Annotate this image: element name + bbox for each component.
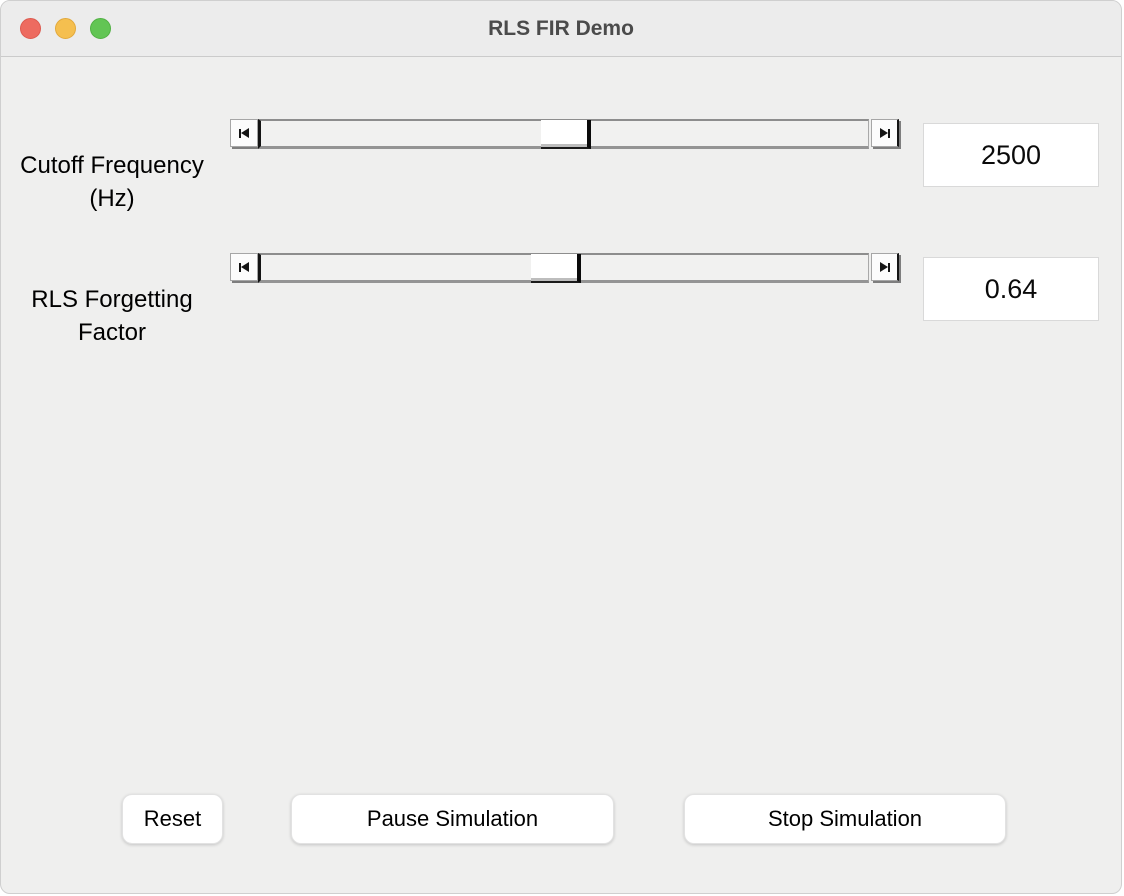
traffic-lights <box>20 18 111 39</box>
cutoff-frequency-slider <box>230 119 899 149</box>
arrow-right-icon <box>879 128 890 138</box>
cutoff-slider-thumb[interactable] <box>541 120 591 149</box>
forgetting-slider-increment-button[interactable] <box>871 253 899 281</box>
reset-button[interactable]: Reset <box>122 794 223 844</box>
forgetting-slider-decrement-button[interactable] <box>230 253 258 281</box>
arrow-right-icon <box>879 262 890 272</box>
cutoff-frequency-label-line1: Cutoff Frequency <box>20 152 204 179</box>
arrow-left-icon <box>239 128 249 138</box>
titlebar[interactable]: RLS FIR Demo <box>1 1 1121 57</box>
zoom-button[interactable] <box>90 18 111 39</box>
window-title: RLS FIR Demo <box>488 17 634 40</box>
forgetting-factor-label-line1: RLS Forgetting <box>31 286 193 313</box>
forgetting-slider-thumb[interactable] <box>531 254 581 283</box>
forgetting-factor-slider <box>230 253 899 283</box>
cutoff-frequency-label: Cutoff Frequency (Hz) <box>1 149 223 215</box>
cutoff-slider-decrement-button[interactable] <box>230 119 258 147</box>
cutoff-slider-increment-button[interactable] <box>871 119 899 147</box>
forgetting-factor-label: RLS Forgetting Factor <box>1 283 223 349</box>
minimize-button[interactable] <box>55 18 76 39</box>
cutoff-frequency-value-field[interactable]: 2500 <box>923 123 1099 187</box>
cutoff-frequency-label-line2: (Hz) <box>89 185 135 212</box>
arrow-left-icon <box>239 262 249 272</box>
stop-simulation-button[interactable]: Stop Simulation <box>684 794 1006 844</box>
pause-simulation-button[interactable]: Pause Simulation <box>291 794 614 844</box>
forgetting-factor-value-field[interactable]: 0.64 <box>923 257 1099 321</box>
forgetting-factor-label-line2: Factor <box>77 319 146 346</box>
close-button[interactable] <box>20 18 41 39</box>
